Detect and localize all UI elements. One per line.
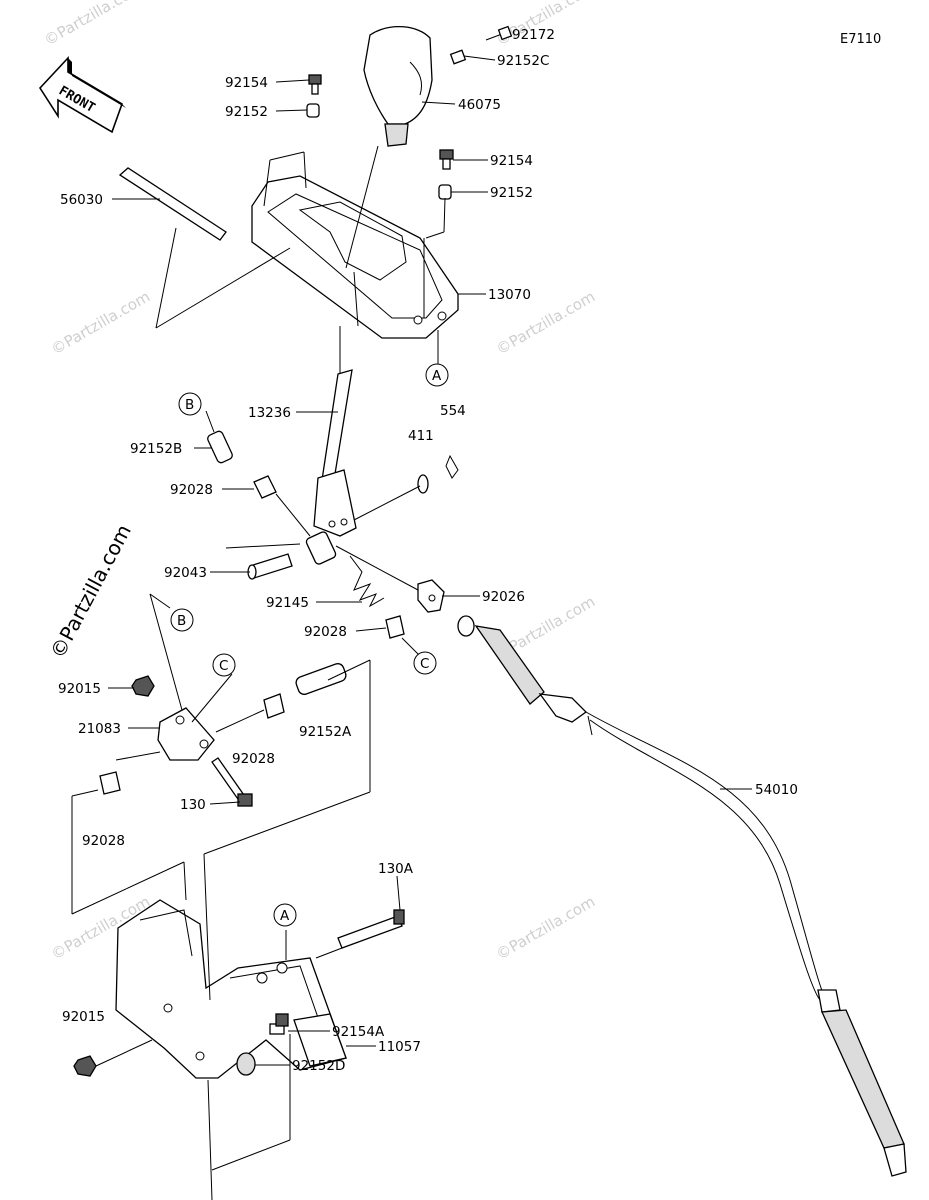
- part-label-13070: 13070: [488, 287, 531, 303]
- part-label-54010: 54010: [755, 782, 798, 798]
- diagram-code: E7110: [840, 32, 881, 47]
- base-bracket-11057: [115, 899, 347, 1079]
- clip-554: [445, 454, 459, 479]
- part-label-92028: 92028: [232, 751, 275, 767]
- bracket-21083: [157, 707, 215, 761]
- part-label-46075: 46075: [458, 97, 501, 113]
- spring-92145: [349, 555, 385, 608]
- part-label-92026: 92026: [482, 589, 525, 605]
- bushing-92028-c: [263, 693, 285, 719]
- collar-92152a: [295, 663, 347, 695]
- ref-label: B: [185, 397, 194, 413]
- part-label-92154a: 92154A: [332, 1024, 385, 1040]
- ref-circle-c-upper: C: [212, 653, 236, 677]
- bushing-92028-lower: [99, 771, 121, 795]
- bolt-92154a: [269, 1013, 289, 1035]
- ref-circle-a-lower: A: [273, 903, 297, 927]
- part-label-92015: 92015: [58, 681, 101, 697]
- joint-collar: [305, 531, 337, 565]
- label-plate-56030: [118, 167, 227, 241]
- part-label-411: 411: [408, 428, 434, 444]
- collar-92152b: [207, 430, 233, 464]
- part-label-92015: 92015: [62, 1009, 105, 1025]
- watermark: ©Partzilla.com: [493, 892, 598, 963]
- part-label-130a: 130A: [378, 861, 414, 877]
- part-label-92152: 92152: [490, 185, 533, 201]
- front-arrow-icon: FRONT: [38, 55, 126, 134]
- part-label-92028: 92028: [170, 482, 213, 498]
- part-label-92028: 92028: [82, 833, 125, 849]
- part-label-13236: 13236: [248, 405, 291, 421]
- shift-knob-46075: [363, 25, 433, 147]
- washer-411: [417, 474, 429, 494]
- part-label-21083: 21083: [78, 721, 121, 737]
- shift-lever-13236: [313, 369, 357, 537]
- part-label-92154: 92154: [490, 153, 533, 169]
- nut-92015-upper: [131, 675, 155, 697]
- screw-92172: [485, 25, 513, 41]
- ref-label: C: [219, 658, 228, 674]
- ref-label: A: [432, 368, 442, 384]
- part-label-92152: 92152: [225, 104, 268, 120]
- part-label-92152a: 92152A: [299, 724, 352, 740]
- part-label-11057: 11057: [378, 1039, 421, 1055]
- part-label-92152c: 92152C: [497, 53, 549, 69]
- part-labels: 92172 92152C 92154 92152 46075 92154 921…: [58, 27, 798, 1074]
- bolt-130a: [337, 909, 405, 949]
- bushing-92028-mid: [385, 615, 405, 639]
- ref-label: C: [420, 656, 429, 672]
- leader-lines: [71, 55, 752, 1200]
- watermark: ©Partzilla.com: [48, 287, 153, 358]
- bolt-92154-left: [308, 74, 322, 95]
- collar-92152c: [449, 49, 467, 65]
- watermark: ©Partzilla.com: [41, 0, 146, 49]
- part-label-92043: 92043: [164, 565, 207, 581]
- shift-cover-13070: [251, 175, 459, 339]
- part-label-92152d: 92152D: [292, 1058, 345, 1074]
- part-label-92028: 92028: [304, 624, 347, 640]
- part-label-92154: 92154: [225, 75, 268, 91]
- nut-92015-lower: [73, 1055, 97, 1077]
- part-label-92172: 92172: [512, 27, 555, 43]
- ref-label: B: [177, 613, 186, 629]
- part-label-56030: 56030: [60, 192, 103, 208]
- ref-circle-a-upper: A: [425, 363, 449, 387]
- pin-92043: [247, 553, 293, 580]
- watermark-large: ©Partzilla.com: [45, 520, 136, 662]
- ref-label: A: [280, 908, 290, 924]
- cable-54010: [457, 615, 907, 1177]
- bolt-92154-right: [439, 149, 454, 170]
- bolt-130: [211, 757, 253, 807]
- part-label-92145: 92145: [266, 595, 309, 611]
- part-label-554: 554: [440, 403, 466, 419]
- washer-92152d: [236, 1052, 256, 1076]
- part-label-130: 130: [180, 797, 206, 813]
- ref-circle-b-lower: B: [170, 608, 194, 632]
- bushing-92028-upper: [253, 475, 277, 499]
- collar-92152-right: [438, 184, 452, 200]
- ref-circle-c-lower: C: [413, 651, 437, 675]
- collar-92152-left: [306, 103, 320, 118]
- ref-circle-b-upper: B: [178, 392, 202, 416]
- part-label-92152b: 92152B: [130, 441, 182, 457]
